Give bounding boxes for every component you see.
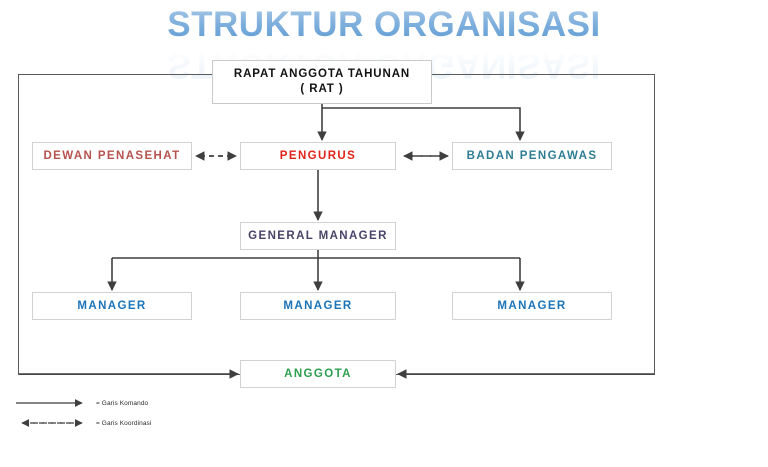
- node-dewan-penasehat[interactable]: DEWAN PENASEHAT: [32, 142, 192, 170]
- legend-item-komando: = Garis Komando: [14, 396, 148, 410]
- node-manager-2[interactable]: MANAGER: [240, 292, 396, 320]
- solid-arrow-icon: [16, 399, 83, 407]
- node-general-manager[interactable]: GENERAL MANAGER: [240, 222, 396, 250]
- legend-label-koordinasi: = Garis Koordinasi: [96, 419, 152, 427]
- legend: = Garis Komando = Garis Koordinasi: [14, 396, 234, 436]
- node-rat-line2: ( RAT ): [300, 83, 344, 95]
- node-rat-line1: RAPAT ANGGOTA TAHUNAN: [233, 68, 411, 80]
- legend-label-komando: = Garis Komando: [96, 399, 149, 407]
- dashed-double-arrow-icon: [21, 419, 83, 427]
- node-pengurus[interactable]: PENGURUS: [240, 142, 396, 170]
- node-manager-3[interactable]: MANAGER: [452, 292, 612, 320]
- node-rapat-anggota-tahunan[interactable]: RAPAT ANGGOTA TAHUNAN ( RAT ): [212, 60, 432, 104]
- node-badan-pengawas[interactable]: BADAN PENGAWAS: [452, 142, 612, 170]
- legend-item-koordinasi: = Garis Koordinasi: [14, 416, 151, 430]
- node-manager-1[interactable]: MANAGER: [32, 292, 192, 320]
- node-anggota[interactable]: ANGGOTA: [240, 360, 396, 388]
